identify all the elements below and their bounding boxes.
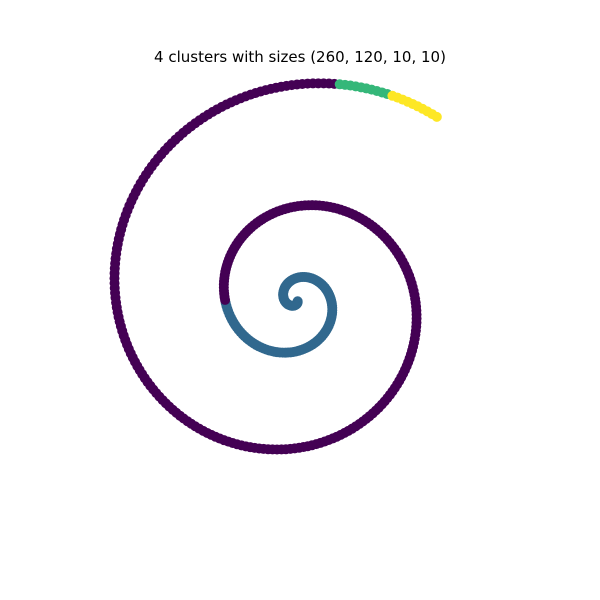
- chart-title: 4 clusters with sizes (260, 120, 10, 10): [154, 48, 446, 66]
- data-point: [431, 111, 442, 122]
